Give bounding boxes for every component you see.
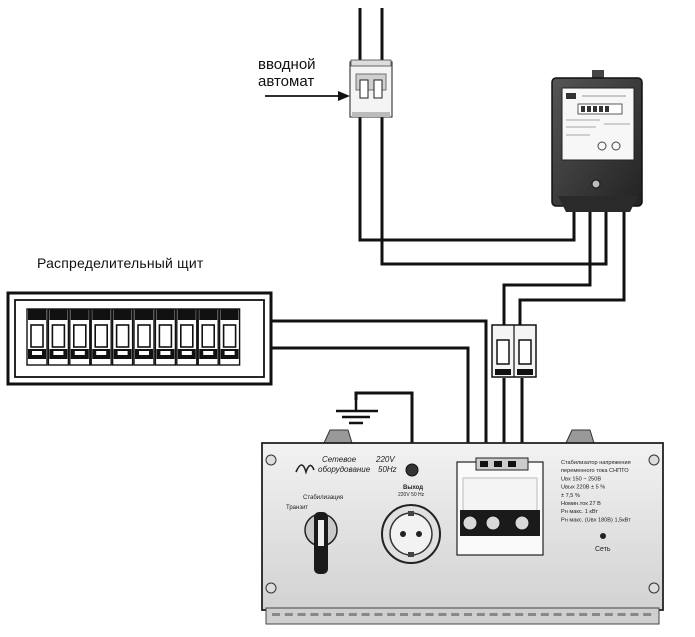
vent-slot <box>272 613 280 616</box>
spec-line: ± 7,5 % <box>561 493 580 499</box>
socket-label: Выход <box>403 485 423 491</box>
vent-slot <box>310 613 319 616</box>
vent-slot <box>412 613 421 616</box>
panel-breaker <box>111 308 134 366</box>
ground-symbol-icon <box>336 400 378 425</box>
vent-slot <box>592 613 600 616</box>
spec-line: Uвых 220В ± 5 % <box>561 485 605 491</box>
output-socket <box>381 504 441 564</box>
meter-out-wire-2 <box>518 205 626 325</box>
vent-slot <box>553 613 562 616</box>
vent-slot <box>400 613 408 616</box>
panel-breaker <box>176 308 198 366</box>
vent-slot <box>374 613 383 616</box>
panel-breaker <box>47 308 70 366</box>
vent-slot <box>451 613 460 616</box>
panel-breaker <box>218 308 241 366</box>
ground-wire <box>354 391 414 468</box>
input-breaker-label: вводной автомат <box>258 56 316 90</box>
panel-breaker-row <box>26 308 241 366</box>
ground-terminal-icon <box>405 463 419 477</box>
spec-line: Номин.ток 27 В <box>561 501 601 507</box>
distribution-panel <box>6 291 273 386</box>
panel-breaker <box>26 308 48 366</box>
spec-line: Pн макс. 1 кВт <box>561 509 598 515</box>
mode-switch[interactable] <box>304 512 338 574</box>
mains-indicator-label: Сеть <box>595 546 611 553</box>
vent-slot <box>489 613 498 616</box>
switch-mode-label: Стабилизация <box>303 495 343 501</box>
supply-wire-n <box>380 8 608 266</box>
vent-slot <box>566 613 575 616</box>
terminal-block <box>456 457 544 556</box>
socket-spec: 220V 50 Hz <box>398 492 425 498</box>
spec-line: Pн макс. (Uвх 180В) 1,5кВт <box>561 517 631 523</box>
vent-slot <box>643 613 652 616</box>
input-breaker <box>349 59 393 118</box>
mains-indicator-icon <box>600 533 606 539</box>
vent-slot <box>438 613 447 616</box>
vent-slot <box>476 613 485 616</box>
rated-voltage: 220V <box>375 455 395 464</box>
vent-slot <box>284 613 293 616</box>
vent-slot <box>336 613 344 616</box>
vent-slot <box>323 613 332 616</box>
spec-line: Uвх 150 ~ 250В <box>561 476 601 482</box>
vent-slot <box>348 613 357 616</box>
logo-line-1: Сетевое <box>322 455 357 464</box>
vent-slot <box>464 613 472 616</box>
panel-breaker <box>69 308 91 366</box>
vent-slot <box>528 613 536 616</box>
input-breaker-label-line-2: автомат <box>258 73 315 90</box>
meter-out-wire-1 <box>502 205 592 325</box>
supply-wire-l <box>358 8 576 242</box>
vent-slot <box>387 613 396 616</box>
vent-slot <box>425 613 434 616</box>
spec-line: Стабилизатор напряжения <box>561 460 631 466</box>
input-breaker-label-line-1: вводной <box>258 56 316 73</box>
voltage-stabilizer: Сетевое оборудование 220V 50Hz Стабилиза… <box>261 429 664 625</box>
pointer-arrow <box>265 91 350 101</box>
spec-plate: Стабилизатор напряжения переменного тока … <box>561 460 631 523</box>
vent-slot <box>297 613 306 616</box>
vent-slot <box>540 613 549 616</box>
panel-breaker <box>197 308 219 366</box>
distribution-panel-label: Распределительный щит <box>37 255 204 271</box>
vent-slots <box>272 613 652 616</box>
vent-slot <box>361 613 370 616</box>
panel-breaker <box>133 308 155 366</box>
vent-slot <box>502 613 511 616</box>
panel-breaker <box>154 308 177 366</box>
vent-slot <box>579 613 588 616</box>
logo-line-2: оборудование <box>318 465 371 474</box>
brand-logo-icon <box>295 464 315 475</box>
rated-frequency: 50Hz <box>378 465 397 474</box>
vent-slot <box>617 613 626 616</box>
electric-meter <box>551 70 643 212</box>
meter-output-breaker <box>491 324 537 378</box>
panel-breaker <box>90 308 112 366</box>
switch-bypass-label: Транзит <box>286 505 308 511</box>
vent-slot <box>515 613 524 616</box>
vent-slot <box>630 613 639 616</box>
spec-line: переменного тока СНПТО <box>561 468 629 474</box>
vent-slot <box>604 613 613 616</box>
